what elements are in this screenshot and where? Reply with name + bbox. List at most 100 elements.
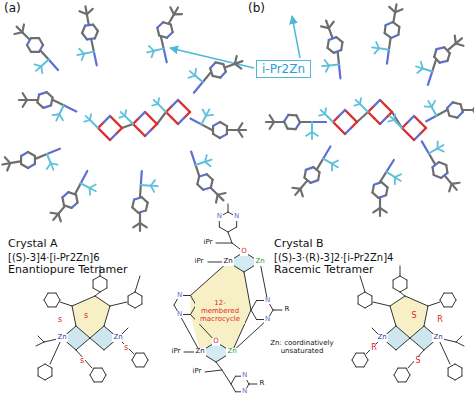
branch-stick xyxy=(437,148,443,151)
zn-o-bond xyxy=(172,118,178,124)
branch-stick xyxy=(5,157,10,163)
ring-bond xyxy=(38,368,39,376)
zn-alkyl xyxy=(394,120,402,128)
ring-bond xyxy=(220,72,225,78)
ring-bond xyxy=(284,115,288,122)
ring-bond xyxy=(128,296,129,304)
ring-bond xyxy=(358,304,365,308)
ring-bond xyxy=(56,293,60,300)
ring-bond xyxy=(102,375,106,382)
ring-bond xyxy=(157,22,163,27)
ring-bond xyxy=(288,128,296,131)
ring-bond xyxy=(296,122,300,129)
bond-stick xyxy=(400,292,405,296)
zn-o-bond xyxy=(98,128,104,134)
ring-bond xyxy=(90,375,94,382)
ring-bond xyxy=(38,364,45,368)
ring-bond xyxy=(365,292,372,296)
ring-bond xyxy=(48,306,56,307)
ring-bond xyxy=(62,197,64,205)
branch-stick xyxy=(34,64,41,66)
bond-stick xyxy=(357,112,368,122)
zn-o-bond xyxy=(339,128,345,134)
bond-stick xyxy=(396,326,410,338)
atom-label: N xyxy=(264,297,271,305)
bond-stick xyxy=(311,122,313,132)
atom-label: Zn xyxy=(222,258,233,266)
bond-stick xyxy=(50,338,62,364)
bond-stick xyxy=(323,147,330,159)
zn-o-bond xyxy=(333,116,339,122)
ring-bond xyxy=(43,105,51,108)
ring-bond xyxy=(453,102,461,104)
zn-o-bond xyxy=(351,122,357,128)
ring-bond xyxy=(51,97,53,105)
ring-bond xyxy=(76,195,78,203)
bond-stick xyxy=(436,110,447,116)
zn-o-bond xyxy=(139,112,145,118)
branch-stick xyxy=(325,60,329,65)
ring-bond xyxy=(386,22,393,25)
bond-stick xyxy=(410,338,424,350)
bond-stick xyxy=(72,306,76,326)
zn-o-bond xyxy=(386,106,392,112)
bond-stick xyxy=(38,336,44,342)
branch-stick xyxy=(151,186,154,192)
zn-o-bond xyxy=(345,110,351,116)
bond-stick xyxy=(226,64,235,67)
branch-stick xyxy=(205,162,210,166)
ring-bond xyxy=(167,32,173,37)
branch-stick xyxy=(52,113,59,116)
bond-stick xyxy=(211,188,218,195)
ring-bond xyxy=(51,368,52,376)
ring-bond xyxy=(171,25,173,33)
bond-stick xyxy=(76,338,90,350)
bond-stick xyxy=(379,198,381,208)
atom-label: Zn: coordinatively unsaturated xyxy=(266,340,338,355)
ring-bond xyxy=(461,368,462,376)
ring-bond xyxy=(93,280,94,288)
atom-label: S xyxy=(410,312,417,321)
bond-stick xyxy=(95,296,110,306)
branch-stick xyxy=(432,101,435,107)
ring-bond xyxy=(37,95,39,103)
bond-stick xyxy=(360,276,365,292)
ring-bond xyxy=(452,300,456,307)
branch-stick xyxy=(376,42,379,48)
bond-stick xyxy=(228,129,238,131)
bond-stick xyxy=(445,176,451,184)
zn-o-bond xyxy=(104,134,110,140)
atom-label: s xyxy=(123,344,129,353)
bond-stick xyxy=(387,50,389,64)
ring-bond xyxy=(31,51,39,53)
ring-bond xyxy=(358,296,359,304)
zn-o-bond xyxy=(333,122,339,128)
atom-label: Zn xyxy=(112,334,123,342)
zn-o-bond xyxy=(151,124,157,130)
atom-label: S xyxy=(414,357,421,366)
bond-stick xyxy=(373,302,390,306)
atom-label: R xyxy=(284,306,291,314)
ring-bond xyxy=(318,172,319,180)
ring-bond xyxy=(406,375,410,382)
zn-o-bond xyxy=(408,116,414,122)
ring-bond xyxy=(94,381,102,382)
branch-stick xyxy=(194,69,197,76)
ring-bond xyxy=(39,92,47,95)
branch-stick xyxy=(216,195,218,203)
ring-bond xyxy=(384,25,387,33)
leader-arrow xyxy=(170,48,254,68)
zn-o-bond xyxy=(402,128,408,134)
atom-label: Zn xyxy=(194,348,205,356)
atom-label: R xyxy=(436,316,444,325)
bond-stick xyxy=(216,243,232,244)
atom-label: N xyxy=(176,292,183,300)
bond-stick xyxy=(390,296,405,306)
caption-label: Crystal B xyxy=(274,238,324,250)
ring-bond xyxy=(38,376,45,380)
ring-bond xyxy=(213,134,220,138)
bond-stick xyxy=(329,28,332,37)
bond-stick xyxy=(424,306,428,326)
bond-stick xyxy=(157,112,166,124)
